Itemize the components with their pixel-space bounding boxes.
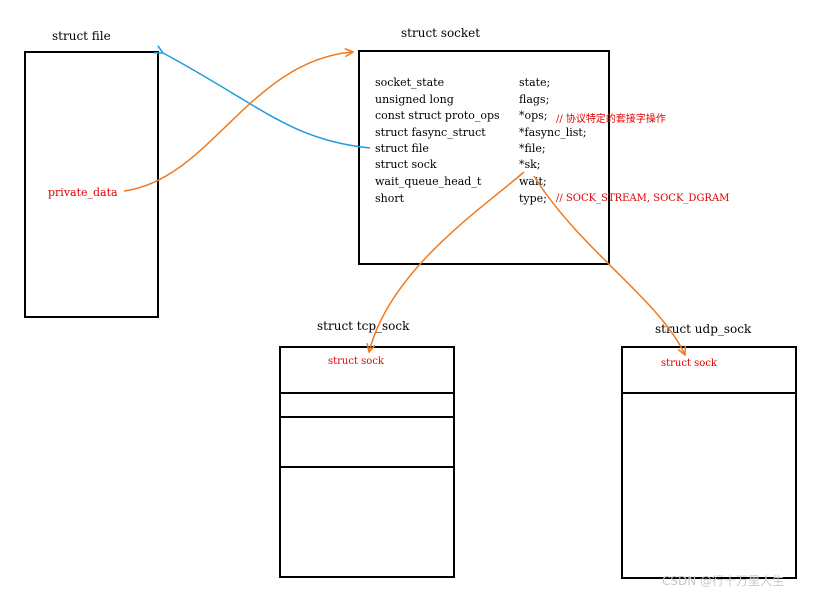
- socket-field-name: *file;: [519, 142, 546, 155]
- struct-udp-sock-box: [621, 346, 797, 579]
- socket-field-name: *fasync_list;: [519, 126, 587, 139]
- socket-field-name: *sk;: [519, 158, 541, 171]
- socket-field-type: unsigned long: [375, 93, 454, 106]
- socket-field-type: struct sock: [375, 158, 437, 171]
- tcp-sock-divider: [279, 392, 455, 394]
- socket-field-type: const struct proto_ops: [375, 109, 500, 122]
- struct-udp-sock-title: struct udp_sock: [655, 322, 752, 336]
- socket-field-type: socket_state: [375, 76, 445, 89]
- tcp-sock-first-field: struct sock: [328, 356, 384, 367]
- socket-field-comment: // 协议特定的套接字操作: [556, 114, 666, 125]
- private-data-label: private_data: [48, 186, 118, 199]
- socket-field-name: state;: [519, 76, 551, 89]
- socket-field-type: wait_queue_head_t: [375, 175, 482, 188]
- udp-sock-divider: [621, 392, 797, 394]
- udp-sock-first-field: struct sock: [661, 358, 717, 369]
- struct-file-box: [24, 51, 159, 318]
- socket-field-name: *ops;: [519, 109, 548, 122]
- struct-socket-title: struct socket: [401, 26, 481, 40]
- socket-field-type: struct fasync_struct: [375, 126, 486, 139]
- watermark: CSDN @行十万里人生: [662, 574, 785, 588]
- struct-tcp-sock-title: struct tcp_sock: [317, 319, 410, 333]
- arrow-sk-to-udp-sock: [533, 175, 685, 355]
- socket-field-type: short: [375, 192, 405, 205]
- arrow-sk-to-tcp-sock: [369, 171, 525, 352]
- socket-field-name: type;: [519, 192, 547, 205]
- arrow-socket-file-to-struct-file: [163, 53, 371, 149]
- struct-file-title: struct file: [52, 29, 111, 43]
- socket-field-name: flags;: [519, 93, 550, 106]
- socket-field-type: struct file: [375, 142, 429, 155]
- tcp-sock-divider: [279, 466, 455, 468]
- struct-socket-box: [358, 50, 610, 265]
- arrow-private-data-to-socket: [123, 52, 353, 192]
- socket-field-comment: // SOCK_STREAM, SOCK_DGRAM: [556, 193, 730, 204]
- tcp-sock-divider: [279, 416, 455, 418]
